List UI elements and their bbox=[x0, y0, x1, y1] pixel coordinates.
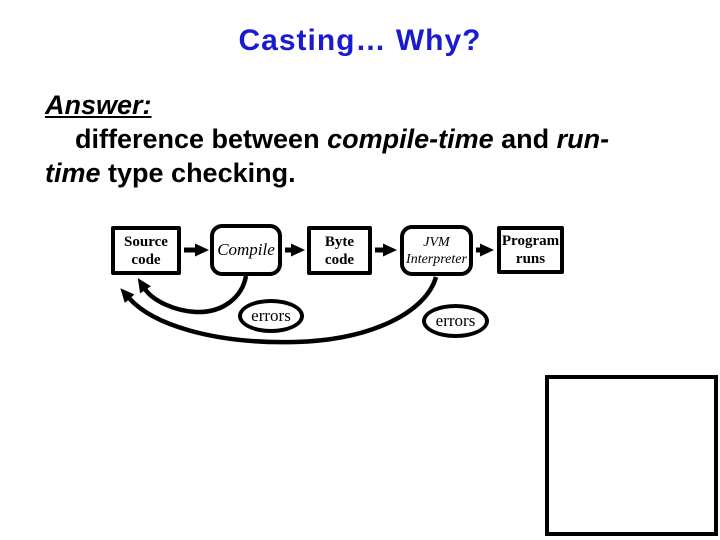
answer-heading-line: Answer: bbox=[45, 88, 685, 122]
box-byte-code: Byte code bbox=[307, 226, 372, 275]
box-label: runs bbox=[515, 251, 546, 267]
box-label: Interpreter bbox=[406, 251, 467, 267]
box-label: Byte bbox=[324, 233, 355, 250]
box-jvm-interpreter: JVM Interpreter bbox=[400, 225, 473, 276]
answer-segment-time: time bbox=[45, 158, 101, 188]
box-label: JVM bbox=[423, 234, 450, 250]
answer-segment: difference between bbox=[75, 124, 328, 154]
answer-segment-run: run- bbox=[556, 124, 610, 154]
arrow-compile-errors-to-source bbox=[137, 275, 249, 315]
answer-segment: type checking. bbox=[100, 158, 296, 188]
box-label: Source bbox=[124, 233, 168, 250]
answer-heading: Answer: bbox=[45, 90, 152, 120]
answer-text-line-2: time type checking. bbox=[45, 156, 685, 190]
box-program-runs: Program runs bbox=[497, 226, 564, 274]
answer-segment-compile-time: compile-time bbox=[327, 124, 494, 154]
errors-label: errors bbox=[435, 311, 476, 330]
errors-label: errors bbox=[251, 306, 291, 325]
slide-title: Casting… Why? bbox=[238, 24, 482, 57]
placeholder-box bbox=[545, 375, 718, 536]
box-label: Compile bbox=[217, 240, 275, 259]
answer-text-line-1: difference between compile-time and run- bbox=[45, 122, 685, 156]
box-compile: Compile bbox=[210, 224, 282, 276]
answer-segment: and bbox=[493, 124, 557, 154]
answer-block: Answer: difference between compile-time … bbox=[45, 88, 685, 190]
box-label: code bbox=[131, 251, 161, 268]
box-source-code: Source code bbox=[111, 226, 181, 275]
errors-ellipse-runtime: errors bbox=[422, 304, 489, 338]
box-label: code bbox=[324, 251, 355, 268]
errors-ellipse-compile: errors bbox=[238, 299, 304, 333]
box-label: Program bbox=[501, 233, 560, 249]
